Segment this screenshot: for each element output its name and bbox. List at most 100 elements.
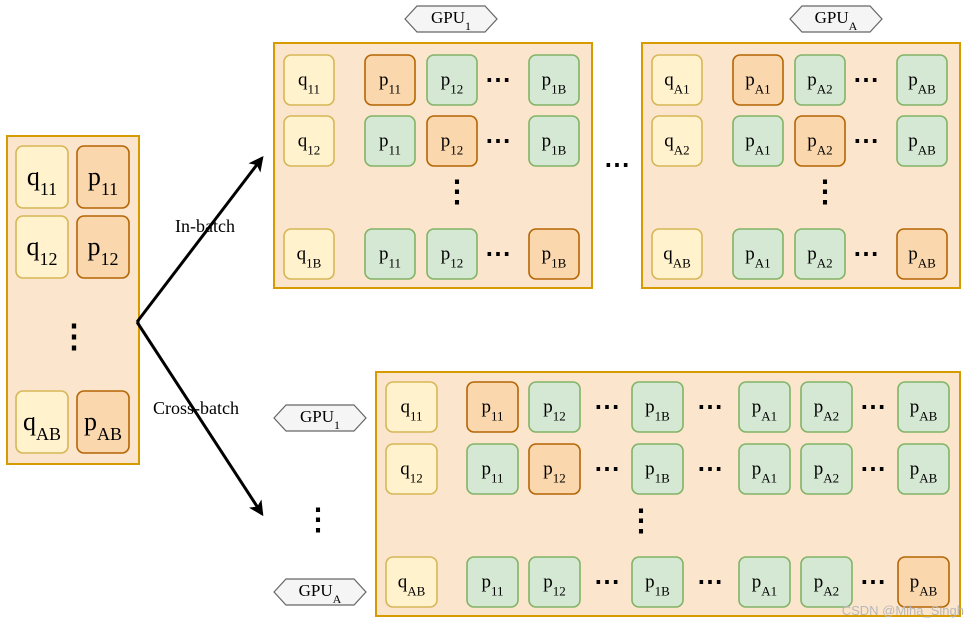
gpu-1-row-11-negative-1B-label: p1B xyxy=(542,70,567,97)
cross-row-AB-negative-11-box xyxy=(466,556,519,608)
cross-row-12-negative-AB-label: pAB xyxy=(910,459,938,486)
cross-row-AB-negative-1B-label-subscript: 1B xyxy=(655,583,671,598)
cross-query-12: q12 xyxy=(385,443,438,495)
gpu-1-query-11-label-letter: q xyxy=(298,70,308,91)
gpu-A-row-A2-negative-AB-label: pAB xyxy=(908,131,936,158)
gpu-A-row-A2-negative-AB-label-subscript: AB xyxy=(918,142,936,157)
cross-row-AB-negative-1B-label-letter: p xyxy=(645,572,655,593)
cross-row-11-negative-1B-label-subscript: 1B xyxy=(655,408,671,423)
gpu-A-row-A1-positive-A1: pA1 xyxy=(732,54,784,106)
cross-row-12-negative-A1: pA1 xyxy=(738,443,791,495)
cross-row-11-negative-12: p12 xyxy=(528,381,581,433)
watermark: CSDN @Miha_Singh xyxy=(842,603,964,618)
cross-row-11-negative-A2-label: pA2 xyxy=(814,397,839,424)
source-query-AB-label: qAB xyxy=(23,407,61,444)
gpu-A-row-AB-negative-A1-label: pA1 xyxy=(745,244,770,271)
gpu-A-row-AB-negative-A1: pA1 xyxy=(732,228,784,280)
cross-row-12-negative-1B-label-subscript: 1B xyxy=(655,470,671,485)
cross-row-12-negative-11-box xyxy=(466,443,519,495)
gpu-A-row-AB-positive-AB-box xyxy=(896,228,948,280)
gpu-1-row-1B-positive-1B-label-letter: p xyxy=(542,244,552,265)
cross-gpu-A-tag-label: GPUA xyxy=(299,581,342,606)
gpu-1-row-12-negative-1B-label: p1B xyxy=(542,131,567,158)
cross-query-11-label-letter: q xyxy=(400,397,410,418)
gpu-A-row-A1-positive-A1-label: pA1 xyxy=(745,70,770,97)
cross-row-11-ellipsis: ⋯ xyxy=(594,392,620,421)
source-query-12-box xyxy=(15,215,69,279)
cross-row-11-negative-A2-label-subscript: A2 xyxy=(823,408,839,423)
gpu-1-row-1B-ellipsis: ⋯ xyxy=(485,239,511,268)
cross-row-11-negative-A1-label: pA1 xyxy=(752,397,777,424)
between-gpus-ellipsis: ⋯ xyxy=(604,150,630,179)
cross-row-AB-negative-A2-label: pA2 xyxy=(814,572,839,599)
cross-query-11: q11 xyxy=(385,381,438,433)
gpu-A-tag-label-subscript: A xyxy=(849,19,858,33)
cross-query-AB-label-letter: q xyxy=(398,572,408,593)
gpu-1-tag: GPU1 xyxy=(404,5,498,33)
cross-row-AB-negative-12-label-letter: p xyxy=(543,572,553,593)
gpu-1-row-1B-negative-12-label-letter: p xyxy=(441,244,451,265)
cross-row-AB-negative-A2-label-letter: p xyxy=(814,572,824,593)
gpu-A-row-A2-positive-A2-box xyxy=(794,115,846,167)
gpu-1-query-12-label-letter: q xyxy=(298,131,308,152)
gpu-A-query-A1-label-subscript: A1 xyxy=(674,81,690,96)
source-query-AB-box xyxy=(15,390,69,454)
gpu-1-row-11-ellipsis: ⋯ xyxy=(485,65,511,94)
gpu-1-row-12-positive-12: p12 xyxy=(426,115,478,167)
cross-row-AB-negative-12-box xyxy=(528,556,581,608)
gpu-A-row-A1-negative-A2-label: pA2 xyxy=(807,70,832,97)
source-passage-AB-label-letter: p xyxy=(84,407,97,436)
gpu-A-row-A2-negative-A1-label-letter: p xyxy=(745,131,755,152)
gpu-A-row-AB-ellipsis: ⋯ xyxy=(853,239,879,268)
source-query-12-label-letter: q xyxy=(27,232,40,261)
cross-row-11-negative-1B-label-letter: p xyxy=(645,397,655,418)
gpu-1-query-1B-label-subscript: 1B xyxy=(306,255,322,270)
cross-gpu-1-tag-label: GPU1 xyxy=(300,407,340,432)
cross-query-AB: qAB xyxy=(385,556,438,608)
cross-row-AB-negative-12: p12 xyxy=(528,556,581,608)
cross-row-11-negative-A1-label-letter: p xyxy=(752,397,762,418)
cross-row-12-negative-1B-label: p1B xyxy=(645,459,670,486)
gpu-1-query-1B: q1B xyxy=(283,228,335,280)
source-passage-AB: pAB xyxy=(76,390,130,454)
cross-row-11-positive-11-label-subscript: 11 xyxy=(491,408,504,423)
gpu-A-row-A2-negative-AB-label-letter: p xyxy=(908,131,918,152)
gpu-A-row-A2-negative-A1-box xyxy=(732,115,784,167)
gpu-1-row-11-negative-12-label-letter: p xyxy=(441,70,451,91)
cross-row-11-positive-11-label: p11 xyxy=(481,397,503,424)
cross-row-12-positive-12-box xyxy=(528,443,581,495)
cross-row-12-negative-AB: pAB xyxy=(897,443,950,495)
source-query-AB-label-subscript: AB xyxy=(36,424,61,444)
gpu-A-row-AB-negative-A1-label-letter: p xyxy=(745,244,755,265)
cross-row-12-negative-A2-box xyxy=(800,443,853,495)
cross-row-12-negative-AB-label-subscript: AB xyxy=(919,470,937,485)
gpu-A-row-A1-negative-AB-label-letter: p xyxy=(908,70,918,91)
gpu-1-tag-label: GPU1 xyxy=(431,8,471,33)
gpu-1-row-12-negative-1B-box xyxy=(528,115,580,167)
gpu-1-row-11-negative-12-box xyxy=(426,54,478,106)
gpu-A-query-A2: qA2 xyxy=(651,115,703,167)
cross-row-12-positive-12: p12 xyxy=(528,443,581,495)
cross-gpu-1-tag-label-subscript: 1 xyxy=(334,418,340,432)
source-query-11: q11 xyxy=(15,145,69,209)
gpu-A-query-A2-box xyxy=(651,115,703,167)
cross-query-AB-label: qAB xyxy=(398,572,426,599)
cross-row-12-negative-A2: pA2 xyxy=(800,443,853,495)
gpu-1-row-1B-positive-1B-label-subscript: 1B xyxy=(551,255,567,270)
cross-row-11-positive-11: p11 xyxy=(466,381,519,433)
cross-row-12-negative-AB-box xyxy=(897,443,950,495)
cross-row-11-negative-AB: pAB xyxy=(897,381,950,433)
source-query-12-label: q12 xyxy=(27,232,58,269)
cross-row-11-ellipsis: ⋯ xyxy=(697,392,723,421)
gpu-A-row-AB-positive-AB-label: pAB xyxy=(908,244,936,271)
cross-row-AB-negative-11-label-subscript: 11 xyxy=(491,583,504,598)
gpu-1-row-11-positive-11-label: p11 xyxy=(379,70,401,97)
gpu-A-query-A1: qA1 xyxy=(651,54,703,106)
cross-row-11-negative-A1: pA1 xyxy=(738,381,791,433)
gpu-A-row-A1-negative-A2-label-letter: p xyxy=(807,70,817,91)
source-query-12-label-subscript: 12 xyxy=(40,249,58,269)
cross-row-AB-negative-1B: p1B xyxy=(631,556,684,608)
gpu-1-query-1B-label-letter: q xyxy=(297,244,307,265)
